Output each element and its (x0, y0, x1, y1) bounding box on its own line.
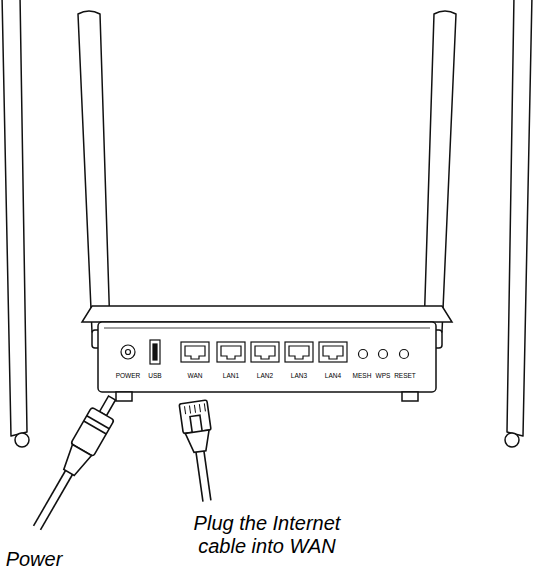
power-jack (121, 345, 135, 359)
router-foot (402, 392, 418, 401)
antenna-hinge (505, 433, 519, 447)
plug-contact (194, 405, 195, 413)
router-foot (116, 392, 132, 401)
antenna (424, 11, 456, 332)
ethernet-port (289, 346, 309, 359)
ethernet-port (285, 342, 313, 362)
ethernet-port (217, 342, 245, 362)
port-label: LAN4 (325, 372, 341, 379)
ethernet-port (255, 346, 275, 359)
port-label: USB (148, 372, 161, 379)
antennas (2, 0, 532, 447)
port-label: POWER (116, 372, 141, 379)
router-body (82, 306, 452, 401)
port-label: LAN2 (257, 372, 273, 379)
power-jack (126, 350, 131, 355)
antenna (507, 0, 532, 436)
mesh-button (359, 350, 368, 359)
plug-clip (190, 415, 202, 432)
ethernet-plug (179, 400, 221, 503)
port-label: LAN1 (223, 372, 239, 379)
usb-port (150, 340, 160, 364)
ethernet-port (221, 346, 241, 359)
plug-body (179, 400, 211, 434)
plug-contact (189, 406, 190, 414)
plug-contact (185, 406, 186, 414)
antenna (78, 11, 110, 332)
plug-boot (185, 430, 212, 453)
usb-port (153, 344, 157, 360)
ethernet-port (181, 342, 209, 362)
button-label: MESH (353, 372, 372, 379)
ports (121, 340, 409, 364)
plug-groove (84, 421, 107, 434)
antenna (2, 0, 27, 436)
ethernet-port (323, 346, 343, 359)
plug-contact (204, 403, 205, 411)
port-label: WAN (188, 372, 203, 379)
ethernet-cable (196, 452, 203, 502)
callout-text: Power (6, 548, 63, 571)
router-rear (98, 322, 436, 392)
button-label: RESET (394, 372, 416, 379)
router-top (82, 306, 452, 322)
power-plug (26, 392, 124, 535)
power-cable (34, 470, 66, 525)
ethernet-port (319, 342, 347, 362)
ethernet-port (251, 342, 279, 362)
power-cable (40, 474, 72, 529)
ethernet-ports (181, 342, 347, 362)
callout-text: Plug the Internet cable into WAN (172, 512, 362, 558)
plug-groove (87, 416, 110, 429)
router-edge (104, 328, 430, 329)
reset-button (400, 350, 409, 359)
ethernet-cable (204, 451, 211, 501)
button-label: WPS (376, 372, 391, 379)
ethernet-port (185, 346, 205, 359)
plug-contact (199, 404, 200, 412)
port-label: LAN3 (291, 372, 307, 379)
antenna-hinge (15, 433, 29, 447)
wps-button (379, 350, 388, 359)
